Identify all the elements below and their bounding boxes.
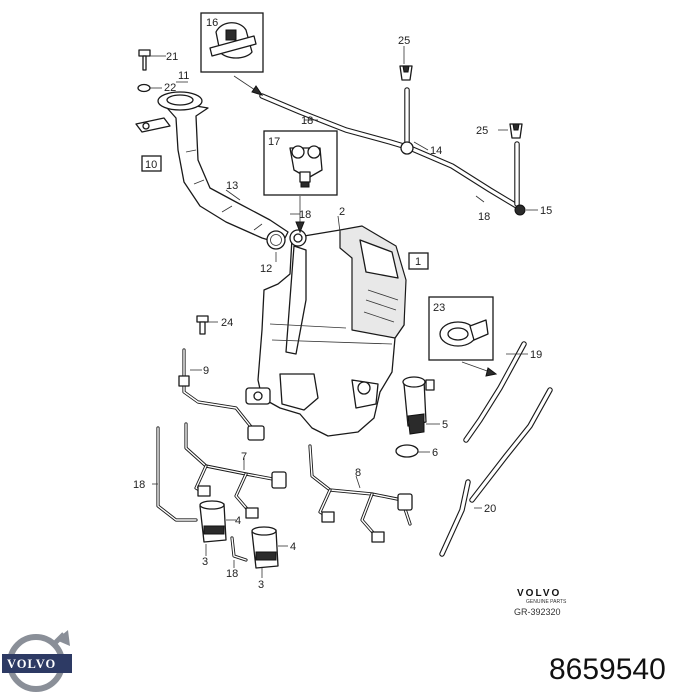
hose-20 [439,479,471,557]
callout-14: 14 [430,145,442,157]
callout-16: 16 [206,17,218,29]
inset-box-16 [200,12,264,73]
callout-20: 20 [484,503,496,515]
callout-10: 10 [145,159,157,171]
callout-3-right: 3 [258,579,264,591]
arrow-23 [461,361,498,377]
bolt-24 [196,315,209,335]
filler-neck [135,91,289,245]
callout-12: 12 [260,263,272,275]
diagram-reference: GR-392320 [514,607,561,617]
callout-labels: 21 22 11 10 13 12 18 2 1 16 17 18 25 25 … [133,17,552,591]
hose-19 [463,341,553,503]
callout-18-bottom: 18 [226,568,238,580]
wiring-harness-7 [184,422,287,519]
hose-assembly-upper [259,65,526,216]
callout-17: 17 [268,136,280,148]
callout-3-left: 3 [202,556,208,568]
callout-5: 5 [442,419,448,431]
callout-15: 15 [540,205,552,217]
callout-24: 24 [221,317,233,329]
o-ring-12 [266,230,286,250]
ref-box-1 [408,252,429,270]
callout-2: 2 [339,206,345,218]
wiring-harness-8 [308,444,413,543]
callout-7: 7 [241,451,247,463]
arrow-16 [233,75,264,96]
pump-3-right [251,526,279,569]
washer-22 [137,83,151,93]
callout-18-top: 18 [299,209,311,221]
inset-box-23 [428,296,494,361]
callout-6: 6 [432,447,438,459]
screw-21 [138,49,151,71]
callout-18-hose: 18 [301,115,313,127]
pump-3-left [199,500,227,543]
leader-lines [150,46,538,578]
brand-name: VOLVO [517,588,561,599]
arrow-17 [295,196,305,234]
callout-19: 19 [530,349,542,361]
callout-18-right: 18 [478,211,490,223]
callout-18-left: 18 [133,479,145,491]
washer-reservoir [245,225,407,437]
callout-9: 9 [203,365,209,377]
callout-21: 21 [166,51,178,63]
callout-25-left: 25 [398,35,410,47]
callout-23: 23 [433,302,445,314]
callout-25-right: 25 [476,125,488,137]
part-number: 8659540 [549,653,666,686]
callout-4-right: 4 [290,541,296,553]
bracket-18-left [156,426,198,522]
bracket-18-lower [230,536,248,562]
logo-word: VOLVO [7,657,56,671]
callout-22: 22 [164,82,176,94]
brand-subtitle: GENUINE PARTS [526,599,567,605]
callout-13: 13 [226,180,238,192]
washer-pump [402,376,435,435]
inset-box-17 [263,130,338,196]
callout-8: 8 [355,467,361,479]
pump-seal [395,444,419,458]
callout-1: 1 [415,256,421,268]
brand-block: VOLVO GENUINE PARTS GR-392320 [514,588,567,617]
ref-box-10 [141,155,162,172]
wiring-harness-9 [178,348,265,441]
volvo-logo: VOLVO [2,630,72,692]
callout-4-left: 4 [235,515,241,527]
callout-11: 11 [178,70,189,82]
